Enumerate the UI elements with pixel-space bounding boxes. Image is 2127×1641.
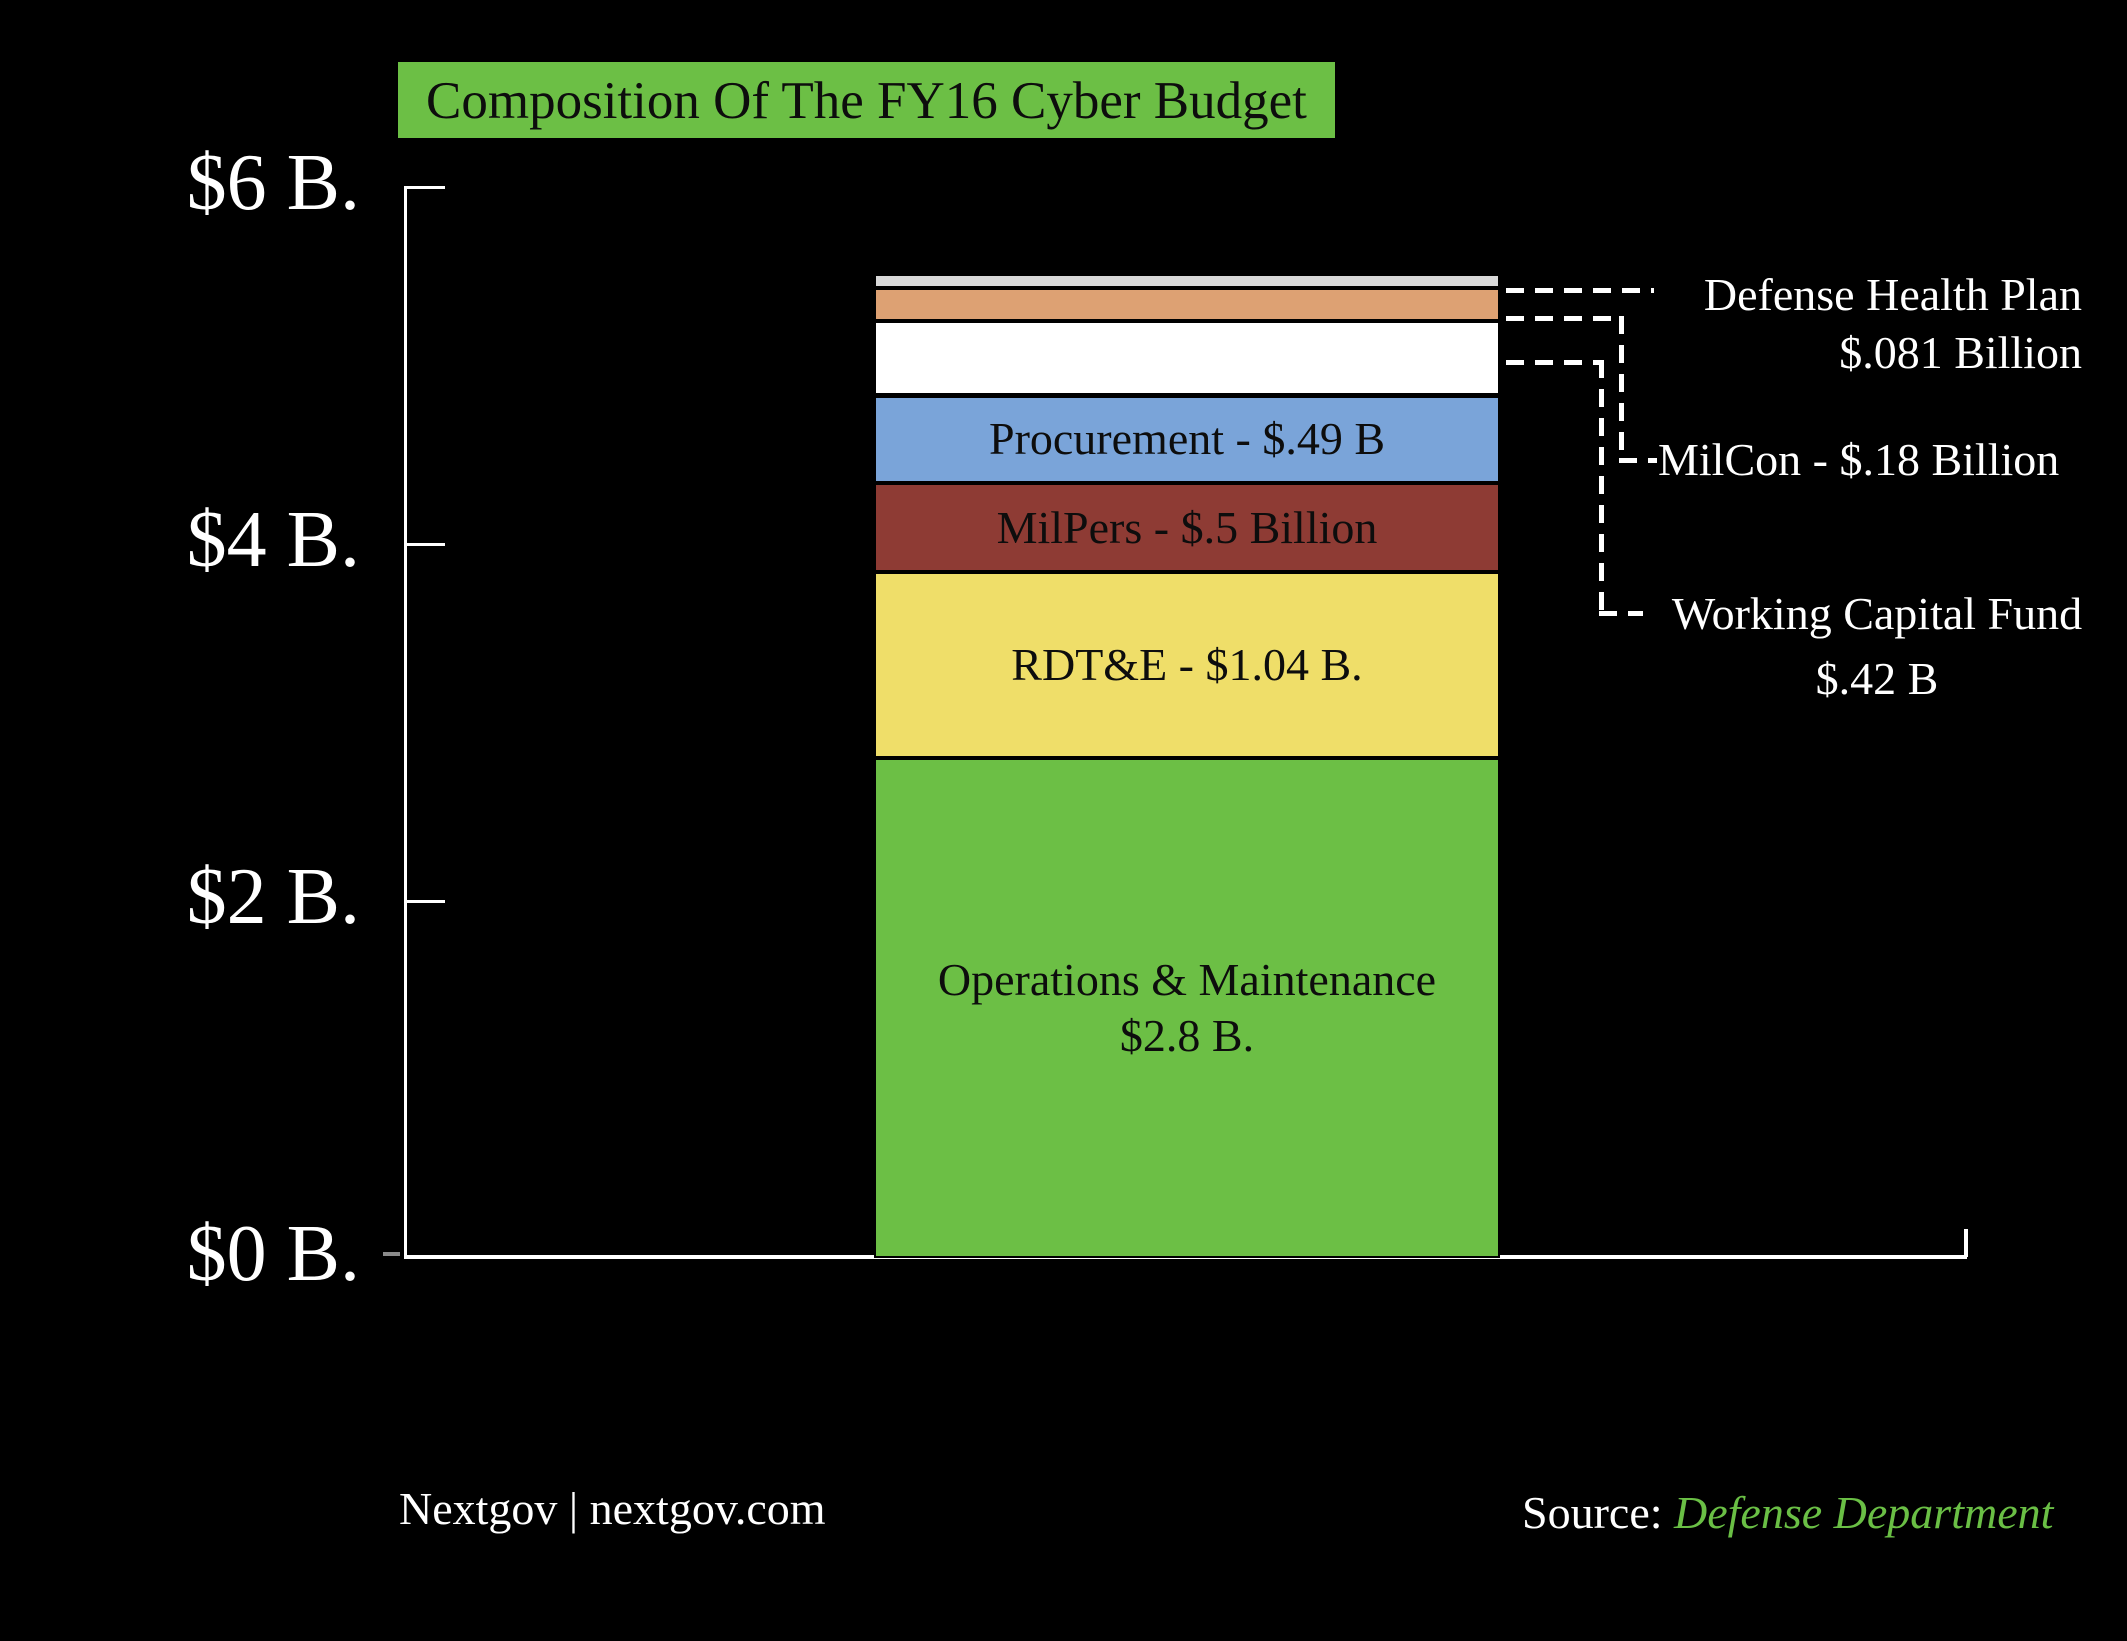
dhp-connector-line bbox=[1506, 288, 1654, 293]
bar-segment-rdt-e: RDT&E - $1.04 B. bbox=[874, 572, 1500, 758]
y-tick-label-6b: $6 B. bbox=[186, 138, 360, 227]
y-tick-label-2b: $2 B. bbox=[186, 852, 360, 941]
milcon-connector-stub bbox=[1619, 458, 1657, 463]
bar-segment-milcon bbox=[874, 288, 1500, 321]
bar-segment-defense-health-plan bbox=[874, 273, 1500, 289]
bar-segment-milpers: MilPers - $.5 Billion bbox=[874, 483, 1500, 573]
y-tick-4b bbox=[407, 542, 445, 546]
source-text: Source: Defense Department bbox=[1522, 1486, 2053, 1539]
annotation-working-capital-fund: Working Capital Fund $.42 B bbox=[1642, 581, 2112, 711]
zero-tick-stub bbox=[383, 1252, 400, 1256]
annotation-dhp-line1: Defense Health Plan bbox=[1703, 269, 2082, 320]
wcf-connector-line-v bbox=[1599, 360, 1604, 615]
y-tick-label-4b: $4 B. bbox=[186, 495, 360, 584]
annotation-defense-health-plan: Defense Health Plan $.081 Billion bbox=[1704, 266, 2082, 382]
x-axis-end-tick bbox=[1964, 1229, 1968, 1257]
annotation-wcf-line2: $.42 B bbox=[1815, 653, 1939, 704]
bar-segment-operations-maintenance-label: Operations & Maintenance bbox=[937, 953, 1437, 1005]
y-axis-line bbox=[404, 186, 407, 1258]
bar-segment-operations-maintenance-label: $2.8 B. bbox=[1119, 1009, 1255, 1061]
bar-segment-milpers-label: MilPers - $.5 Billion bbox=[996, 501, 1378, 553]
source-value: Defense Department bbox=[1674, 1487, 2054, 1538]
bar-segment-rdt-e-label: RDT&E - $1.04 B. bbox=[1011, 639, 1363, 691]
y-tick-label-0b: $0 B. bbox=[186, 1209, 360, 1298]
wcf-connector-line-h bbox=[1506, 360, 1602, 365]
credit-text: Nextgov | nextgov.com bbox=[399, 1483, 826, 1534]
y-tick-6b bbox=[407, 185, 445, 189]
annotation-dhp-line2: $.081 Billion bbox=[1839, 327, 2082, 378]
milcon-connector-line-h bbox=[1506, 316, 1622, 321]
bar-segment-procurement: Procurement - $.49 B bbox=[874, 395, 1500, 483]
y-tick-2b bbox=[407, 899, 445, 903]
bar-segment-working-capital-fund bbox=[874, 320, 1500, 396]
chart-title: Composition Of The FY16 Cyber Budget bbox=[398, 62, 1335, 138]
bar-segment-procurement-label: Procurement - $.49 B bbox=[988, 413, 1386, 465]
annotation-wcf-line1: Working Capital Fund bbox=[1671, 588, 2083, 639]
milcon-connector-line-v bbox=[1619, 316, 1624, 462]
bar-segment-operations-maintenance: Operations & Maintenance$2.8 B. bbox=[874, 758, 1500, 1258]
annotation-milcon: MilCon - $.18 Billion bbox=[1658, 434, 2060, 485]
source-label: Source: bbox=[1522, 1487, 1675, 1538]
wcf-connector-stub bbox=[1599, 611, 1643, 616]
